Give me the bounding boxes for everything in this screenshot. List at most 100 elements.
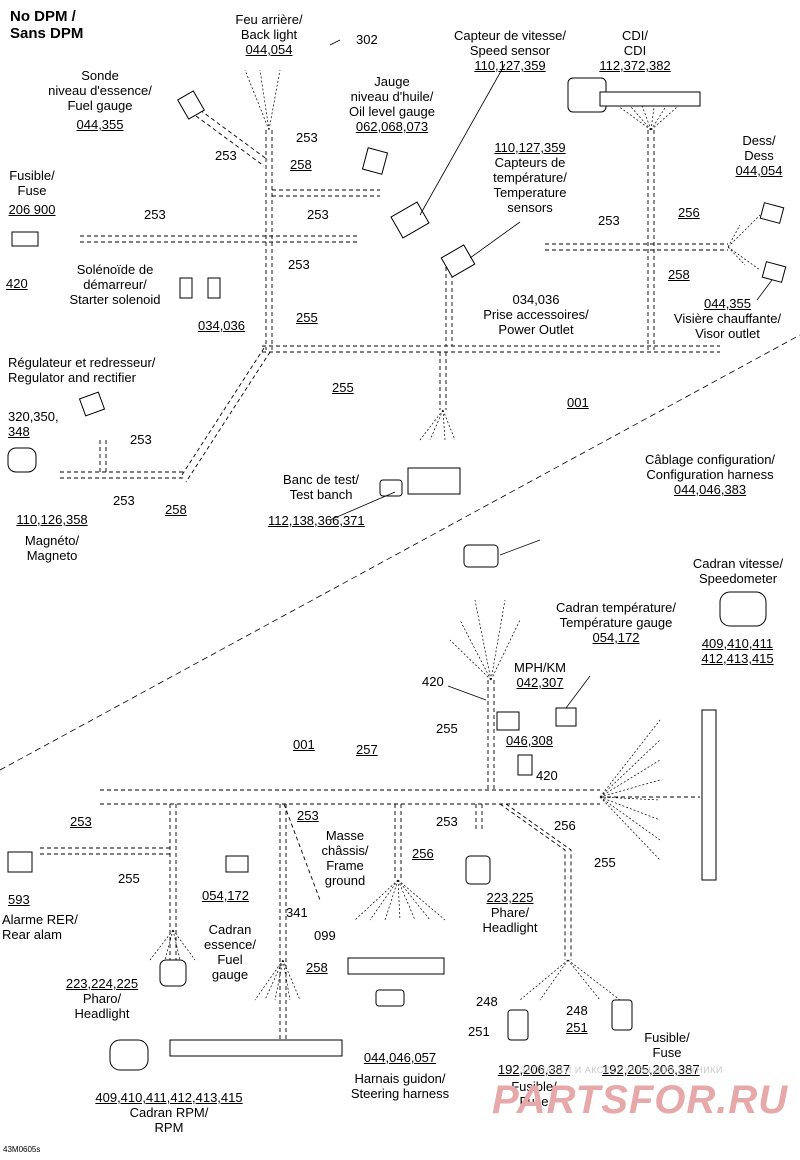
speedometer-block bbox=[719, 591, 767, 627]
temperature-gauge-label: Cadran température/Température gauge 054… bbox=[556, 600, 676, 645]
back-light-label: Feu arrière/Back light 044,054 bbox=[235, 12, 303, 57]
headlight-mid-block bbox=[465, 855, 491, 885]
magneto-label: 110,126,358 Magnéto/ Magneto bbox=[16, 512, 88, 563]
magneto-block bbox=[7, 447, 37, 473]
fuel-sensor-block bbox=[177, 90, 205, 120]
steering-connector-strip bbox=[347, 957, 445, 975]
headlight-mid-label: 223,225 Phare/Headlight bbox=[482, 890, 538, 935]
label-248-a: 248 bbox=[476, 994, 498, 1009]
page-title: No DPM / Sans DPM bbox=[10, 8, 84, 42]
mph-km-block bbox=[496, 711, 520, 731]
fuse-top-block bbox=[11, 231, 39, 247]
fuse-bottom-right-label: Fusible/Fuse bbox=[644, 1030, 690, 1060]
harness-257: 257 bbox=[356, 742, 378, 757]
starter-solenoid-code: 034,036 bbox=[198, 318, 245, 333]
temp-gauge-block bbox=[555, 707, 577, 727]
harness-001: 001 bbox=[293, 737, 315, 752]
harness-258: 258 bbox=[290, 157, 312, 172]
label-420-top: 420 bbox=[6, 276, 28, 291]
harness-253: 253 bbox=[436, 814, 458, 829]
harness-253: 253 bbox=[598, 213, 620, 228]
harness-255: 255 bbox=[332, 380, 354, 395]
temp-sensor-block bbox=[440, 244, 476, 278]
harness-255: 255 bbox=[118, 871, 140, 886]
harness-253: 253 bbox=[215, 148, 237, 163]
label-099: 099 bbox=[314, 928, 336, 943]
power-outlet-label: 034,036 Prise accessoires/Power Outlet bbox=[483, 292, 589, 337]
harness-255: 255 bbox=[594, 855, 616, 870]
speedometer-label: Cadran vitesse/Speedometer bbox=[692, 556, 784, 586]
harness-253: 253 bbox=[113, 493, 135, 508]
cdi-connector-strip bbox=[599, 91, 701, 107]
oil-gauge-block bbox=[361, 147, 389, 175]
test-bench-connectors bbox=[407, 467, 461, 495]
harness-255: 255 bbox=[436, 721, 458, 736]
fuse-top-label: Fusible/Fuse 206 900 bbox=[8, 168, 56, 217]
mph-km-label: MPH/KM 042,307 bbox=[514, 660, 566, 690]
bottom-harness bbox=[40, 680, 700, 1050]
harness-256: 256 bbox=[554, 818, 576, 833]
rear-alarm-code: 593 bbox=[8, 892, 30, 907]
gauge-054172-code: 054,172 bbox=[202, 888, 249, 903]
harness-258: 258 bbox=[306, 960, 328, 975]
components bbox=[7, 77, 787, 1071]
rpm-connector-strip bbox=[169, 1039, 343, 1057]
fuse-b2-code: 192,205,206,387 bbox=[602, 1062, 700, 1077]
label-251-a: 251 bbox=[468, 1024, 490, 1039]
label-341: 341 bbox=[286, 905, 308, 920]
headlight-left-label: 223,224,225 Pharo/Headlight bbox=[65, 976, 139, 1021]
test-bench-block bbox=[379, 479, 403, 497]
n046308-block bbox=[517, 754, 533, 776]
harness-256: 256 bbox=[412, 846, 434, 861]
harness-253: 253 bbox=[130, 432, 152, 447]
dess-label: Dess/Dess 044,054 bbox=[735, 133, 783, 178]
rpm-block bbox=[109, 1039, 149, 1071]
harness-253: 253 bbox=[297, 808, 319, 823]
rear-alarm-label: Alarme RER/Rear alam bbox=[2, 912, 78, 942]
harness-001: 001 bbox=[567, 395, 589, 410]
visor-connector bbox=[761, 261, 787, 283]
label-251-b: 251 bbox=[566, 1020, 588, 1035]
label-046308: 046,308 bbox=[506, 733, 553, 748]
label-302: 302 bbox=[356, 32, 378, 47]
config-connector bbox=[463, 544, 499, 568]
figure-code: 43M0605s bbox=[3, 1145, 41, 1154]
visor-outlet-label: 044,355 Visière chauffante/Visor outlet bbox=[673, 296, 782, 341]
regulator-block bbox=[78, 391, 106, 417]
gauge-054172-block bbox=[225, 855, 249, 873]
test-bench-code: 112,138,366,371 bbox=[268, 513, 365, 528]
harness-253: 253 bbox=[70, 814, 92, 829]
rear-alarm-block bbox=[7, 851, 33, 873]
cdi-label: CDI/CDI 112,372,382 bbox=[599, 28, 671, 73]
starter-block-1 bbox=[179, 277, 193, 299]
section-divider bbox=[0, 334, 800, 771]
regulator-code: 320,350, 348 bbox=[8, 409, 59, 439]
fuse-b1-label: 192,206,387 Fusible/ Fuse bbox=[497, 1062, 571, 1109]
harness-255: 255 bbox=[296, 310, 318, 325]
regulator-label: Régulateur et redresseur/Regulator and r… bbox=[8, 355, 156, 385]
harness-253: 253 bbox=[307, 207, 329, 222]
speedometer-code: 409,410,411 412,413,415 bbox=[701, 636, 774, 666]
fanout-wires bbox=[149, 69, 761, 1001]
starter-block-2 bbox=[207, 277, 221, 299]
label-420-b: 420 bbox=[536, 768, 558, 783]
harness-253: 253 bbox=[144, 207, 166, 222]
fuse-b1-block bbox=[507, 1009, 529, 1041]
steering-harness-label: 044,046,057 Harnais guidon/ Steering har… bbox=[350, 1050, 450, 1101]
rpm-label: 409,410,411,412,413,415 Cadran RPM/RPM bbox=[95, 1090, 243, 1135]
harness-258: 258 bbox=[165, 502, 187, 517]
harness-253: 253 bbox=[288, 257, 310, 272]
headlight-left-block bbox=[159, 959, 187, 987]
harness-253: 253 bbox=[296, 130, 318, 145]
steering-connector bbox=[375, 989, 405, 1007]
test-bench-label: Banc de test/Test banch bbox=[283, 472, 359, 502]
speed-sensor-label: Capteur de vitesse/Speed sensor 110,127,… bbox=[453, 28, 566, 73]
fuse-b2-block bbox=[611, 999, 633, 1031]
